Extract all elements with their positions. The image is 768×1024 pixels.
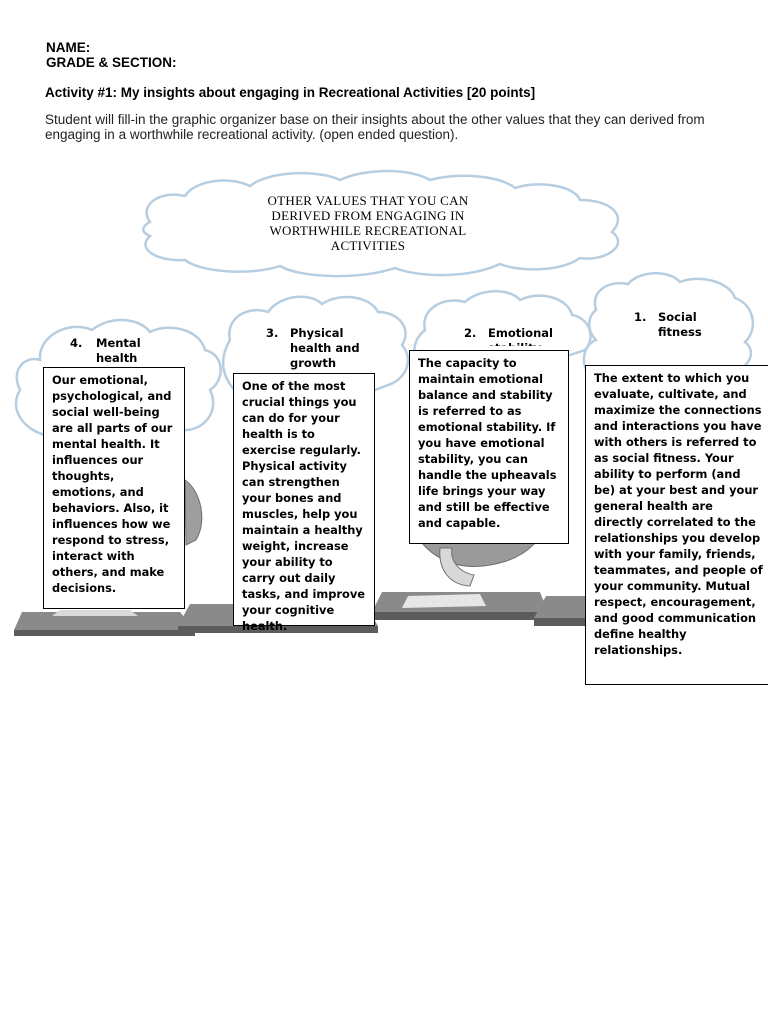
desk-1 (14, 612, 195, 630)
student-1 (184, 479, 203, 546)
activity-instructions: Student will fill-in the graphic organiz… (45, 112, 705, 142)
category-number: 4. (70, 336, 83, 350)
social-fitness-description: The extent to which you evaluate, cultiv… (585, 365, 768, 685)
physical-health-description: One of the most crucial things you can d… (233, 373, 375, 633)
category-name: Emotional stability (488, 326, 553, 346)
category-number: 1. (634, 310, 647, 324)
category-name: Mental health (96, 336, 141, 365)
emotional-stability-description: The capacity to maintain emotional balan… (409, 350, 569, 544)
book-3 (402, 594, 486, 608)
social-fitness-cloud (582, 272, 755, 374)
student-3-arm (439, 547, 475, 587)
book-1 (52, 610, 138, 616)
category-number: 3. (266, 326, 279, 340)
category-number: 2. (464, 326, 477, 340)
organizer-main-title: OTHER VALUES THAT YOU CAN DERIVED FROM E… (267, 193, 469, 253)
category-title-emotional-stability: 2. Emotional stability (464, 326, 564, 346)
category-name: Physical health and growth (290, 326, 360, 370)
title-cloud (142, 169, 620, 278)
category-name: Social fitness (658, 310, 702, 339)
category-title-mental-health: 4. Mental health (70, 336, 150, 366)
desk-4 (534, 596, 586, 618)
mental-health-description: Our emotional, psychological, and social… (43, 367, 185, 609)
activity-title: Activity #1: My insights about engaging … (45, 85, 536, 100)
category-title-social-fitness: 1. Social fitness (634, 310, 714, 340)
category-title-physical-health: 3. Physical health and growth (266, 326, 366, 371)
name-label: NAME: (46, 40, 91, 55)
grade-section-label: GRADE & SECTION: (46, 55, 177, 70)
